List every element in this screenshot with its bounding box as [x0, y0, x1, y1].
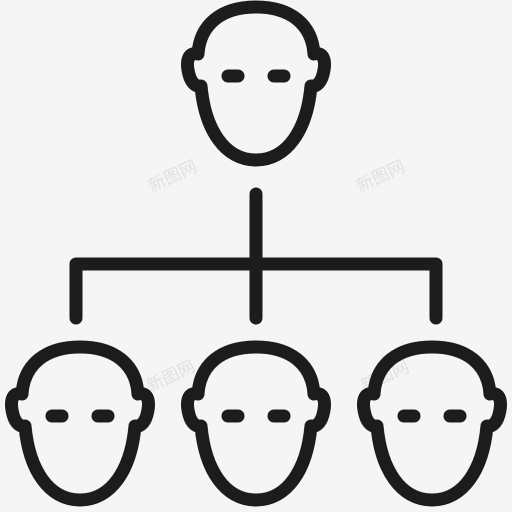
head-icon — [357, 340, 507, 507]
watermark-text: 新图网 — [354, 157, 409, 197]
head-outline — [5, 340, 155, 507]
connector-lines — [69, 187, 443, 325]
head-icon — [181, 0, 331, 167]
head-icon — [181, 340, 331, 507]
head-icon — [5, 340, 155, 507]
watermark-layer: 新图网 新图网 新图网 新图网 — [144, 157, 413, 397]
head-outline — [357, 340, 507, 507]
branch-line — [69, 257, 443, 325]
watermark-text: 新图网 — [146, 157, 201, 197]
head-outline — [181, 0, 331, 167]
head-outline — [181, 340, 331, 507]
